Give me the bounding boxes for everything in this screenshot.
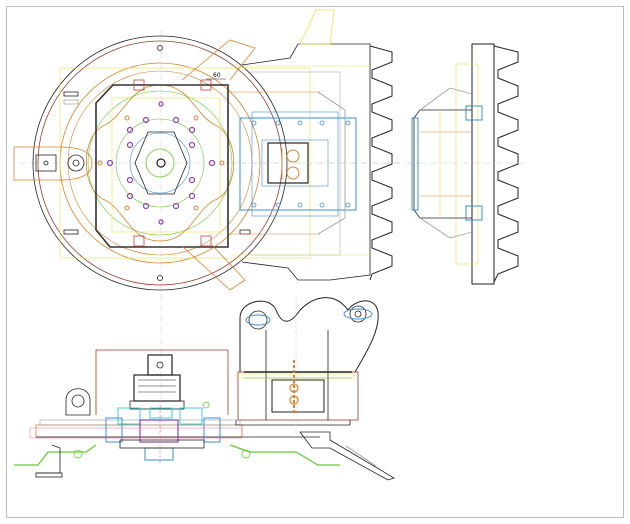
left-lug-bolt — [43, 160, 49, 166]
side-view-rack — [408, 43, 524, 285]
blue-block-left — [105, 417, 123, 443]
gusset — [317, 91, 346, 235]
orange-gear-1 — [289, 383, 299, 393]
cyan-hub-left — [117, 407, 141, 425]
bracket-tail — [299, 431, 395, 481]
motor-top-indicator — [156, 361, 164, 369]
rack-teeth-side — [493, 45, 519, 283]
rack-body — [471, 43, 495, 285]
blue-adapter-plate — [239, 117, 357, 211]
green-pin-left — [73, 449, 83, 459]
base-long-plate — [35, 424, 243, 438]
lifting-eye-hole — [71, 394, 85, 408]
slot-lower-left — [63, 229, 79, 235]
green-pin-right — [241, 449, 251, 459]
side-flange-arm-top — [419, 87, 473, 111]
rim-hole-top — [157, 45, 163, 51]
hex-hub — [134, 131, 188, 195]
mount-motor-gear-top — [286, 149, 300, 163]
bracket-ear-pin-left — [245, 314, 271, 326]
green-indicator — [202, 401, 210, 409]
hub-ring — [119, 439, 205, 449]
green-arm-right — [229, 444, 340, 466]
cyan-hub-top — [149, 407, 173, 419]
motor-body — [133, 374, 181, 402]
dark-link-left — [36, 444, 61, 474]
inner-circle-blue — [129, 132, 191, 194]
left-lug-plate — [35, 154, 57, 172]
red-bolt — [133, 235, 145, 247]
brown-housing — [95, 349, 229, 415]
cyan-hub-right — [179, 407, 203, 425]
green-arm-left — [14, 444, 97, 466]
bracket-ear-hole-right — [349, 305, 367, 323]
bottom-arm — [181, 244, 246, 291]
side-blue-block-top — [465, 105, 483, 121]
slot-upper-left — [63, 91, 79, 97]
blue-block-right — [203, 417, 221, 443]
side-flange-arm-bottom — [419, 217, 473, 239]
hub-center — [156, 158, 166, 168]
motor-top — [147, 354, 173, 376]
red-bolt — [200, 235, 212, 247]
mount-motor-gear-bottom — [286, 166, 300, 180]
red-bolt — [200, 79, 212, 91]
orange-bolt-pattern — [97, 115, 225, 211]
left-lug-pin — [72, 159, 80, 167]
side-view-tilt-rotator — [14, 349, 340, 478]
blue-bottom-boss — [144, 447, 174, 461]
slot-lower-right — [239, 229, 251, 235]
bracket-tail-gray — [345, 445, 377, 467]
red-bolt — [133, 79, 145, 91]
drawing-frame — [6, 6, 624, 518]
side-view-bracket — [235, 296, 395, 481]
yellow-plate-bracket — [235, 373, 355, 379]
left-lug-hole — [67, 154, 85, 172]
side-blue-plate — [411, 117, 419, 211]
left-lug — [13, 146, 93, 181]
mount-body-outline — [241, 43, 371, 281]
bracket-lower-body — [235, 420, 351, 426]
dimension-label: 60 — [213, 72, 221, 79]
bracket-ear-hole-left — [248, 310, 268, 330]
bracket-ear-pin-right — [343, 308, 373, 320]
side-flange — [413, 109, 473, 219]
slot-upper-right — [63, 99, 79, 105]
bolt-circle-green — [87, 90, 233, 236]
yellow-tab — [299, 9, 335, 45]
rack-yellow-outline — [455, 63, 479, 265]
top-arm — [181, 39, 256, 81]
red-bolts — [133, 79, 212, 247]
orange-gear-2 — [289, 395, 299, 405]
bracket-ear-pin-core-right — [354, 310, 362, 318]
lifting-eye — [65, 388, 91, 416]
bracket-body-brown — [237, 371, 359, 421]
inner-circle-green — [115, 118, 205, 208]
bracket-window — [271, 379, 325, 413]
pink-frame — [29, 427, 243, 439]
rack-teeth-top — [369, 45, 393, 281]
motor-flange-outline — [86, 84, 234, 242]
hub-circle — [145, 148, 175, 178]
bracket-ears — [239, 297, 379, 373]
side-blue-block-bottom — [465, 205, 483, 221]
purple-bearing — [139, 419, 179, 443]
blue-adapter-inner — [251, 111, 339, 217]
square-mount-plate — [95, 84, 229, 248]
left-foot — [35, 472, 63, 478]
top-view-rotator: 60 — [13, 30, 420, 440]
purple-bolt-pattern — [106, 101, 216, 225]
motor-base — [129, 400, 185, 410]
top-view-mount-bracket — [228, 9, 400, 281]
blue-adapter-bolts — [251, 120, 351, 208]
rim-hole-bottom — [157, 275, 163, 281]
